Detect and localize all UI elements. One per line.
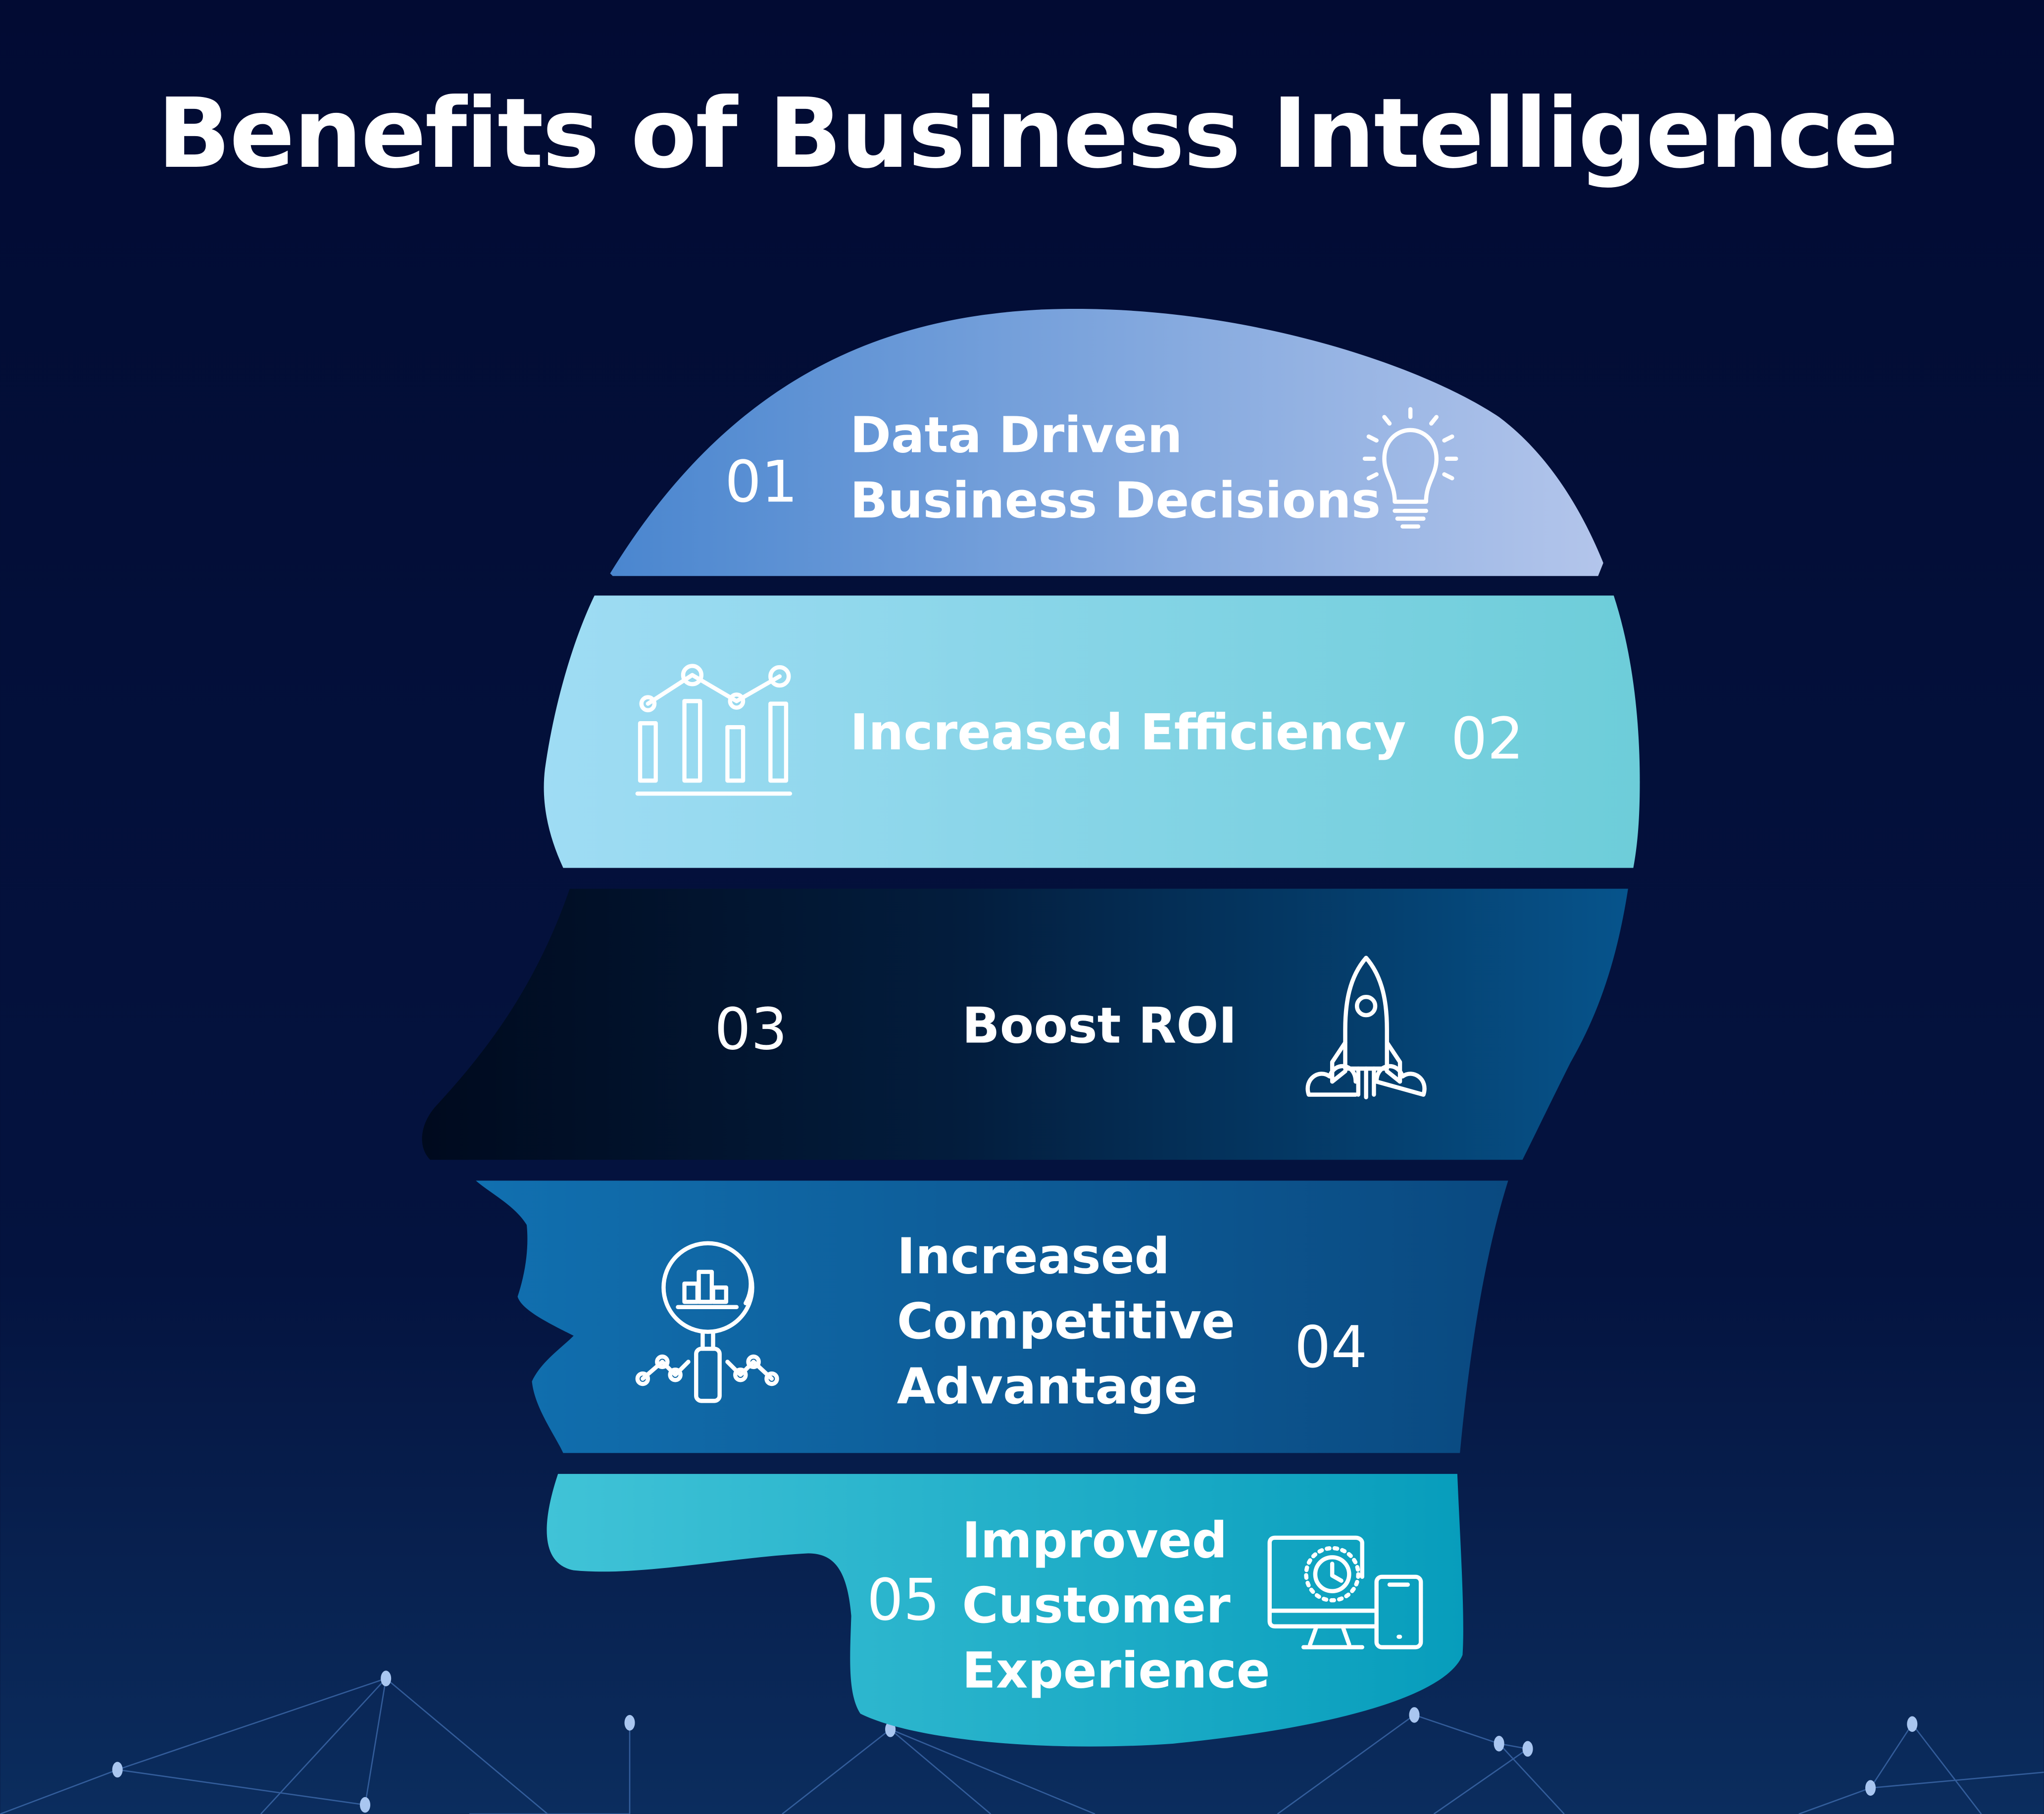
benefit-label-line: Improved	[962, 1511, 1227, 1569]
band-01	[610, 308, 1603, 576]
benefit-03: 03 Boost ROI	[422, 888, 1628, 1160]
band-03	[422, 888, 1628, 1160]
benefit-label-line: Competitive	[897, 1292, 1235, 1350]
rocket-icon	[1305, 955, 1427, 1100]
benefit-label-line: Advantage	[897, 1358, 1198, 1416]
benefit-number: 01	[725, 449, 798, 516]
benefit-label-line: Increased	[897, 1227, 1170, 1285]
monitor-phone-clock-icon	[1267, 1535, 1423, 1650]
benefit-01: 01 Data Driven Business Decisions	[610, 308, 1603, 576]
benefit-label-line: Business Decisions	[850, 471, 1381, 529]
benefit-number: 02	[1451, 705, 1524, 772]
band-05	[547, 1473, 1463, 1747]
benefit-label-line: Experience	[962, 1642, 1270, 1700]
benefit-label-line: Boost ROI	[962, 996, 1237, 1054]
benefit-label-line: Increased Efficiency	[850, 703, 1406, 761]
magnifier-chart-icon	[635, 1241, 779, 1403]
benefit-number: 05	[867, 1567, 940, 1634]
benefit-05: 05 Improved Customer Experience	[547, 1473, 1463, 1747]
band-02	[544, 595, 1640, 868]
bar-line-chart-icon	[635, 664, 793, 796]
band-04	[476, 1180, 1508, 1453]
benefit-02: Increased Efficiency 02	[544, 595, 1640, 868]
page-title: Benefits of Business Intelligence	[157, 77, 1897, 190]
benefit-number: 04	[1295, 1314, 1367, 1381]
benefit-04: Increased Competitive Advantage 04	[476, 1180, 1508, 1453]
benefit-label-line: Customer	[962, 1576, 1231, 1634]
benefit-label-line: Data Driven	[850, 406, 1183, 464]
lightbulb-icon	[1362, 407, 1458, 529]
benefit-number: 03	[714, 996, 787, 1063]
